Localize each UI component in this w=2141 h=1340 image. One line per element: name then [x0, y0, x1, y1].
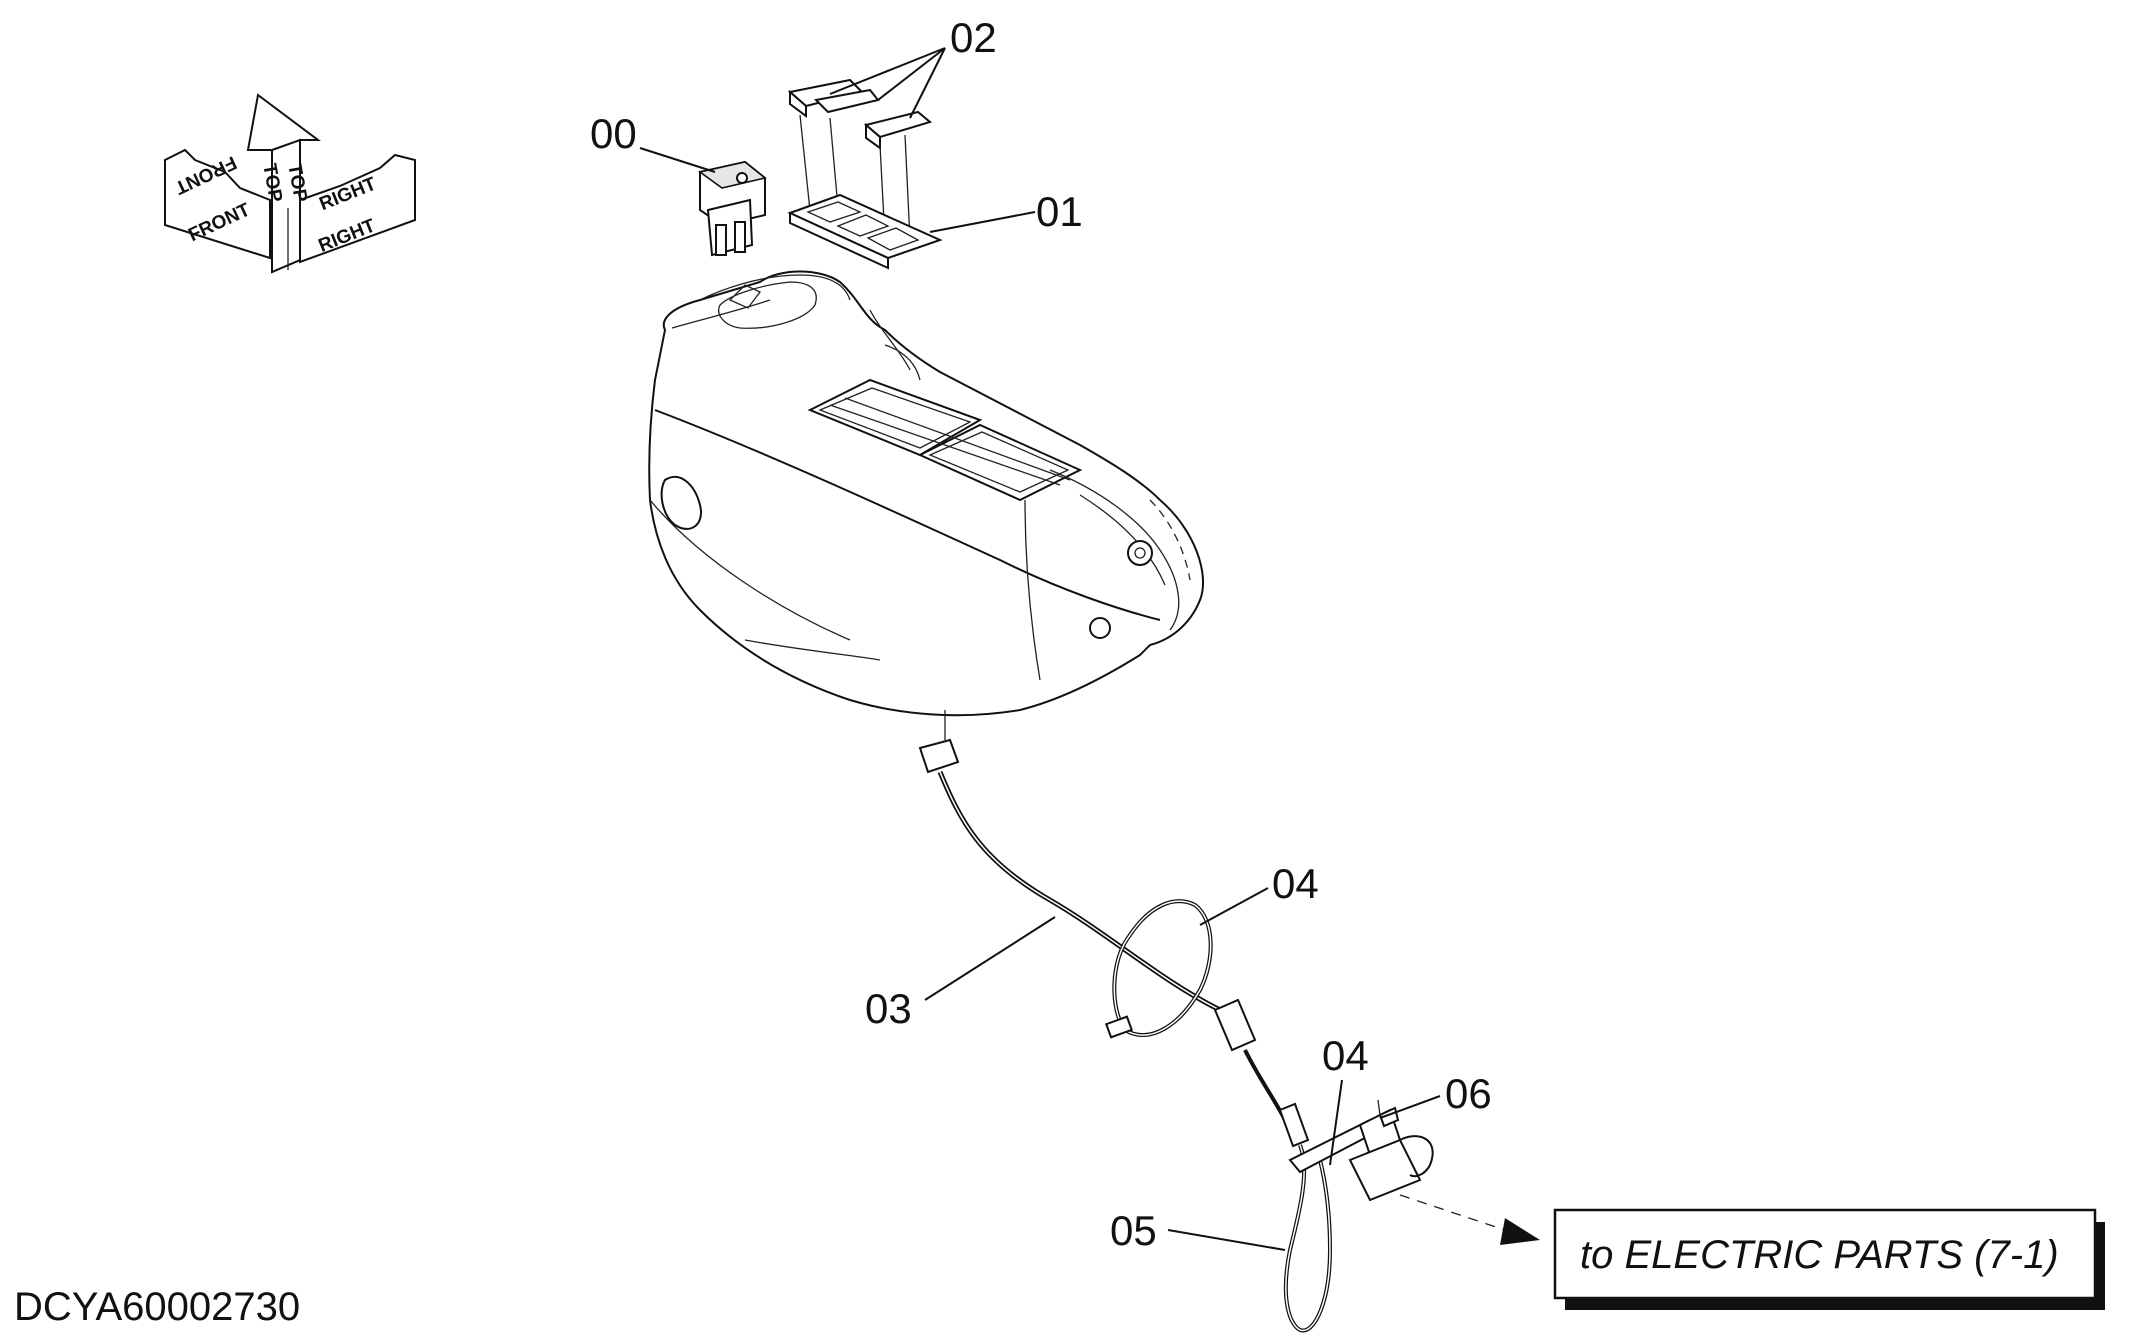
- callout-00: 00: [590, 110, 637, 157]
- callout-01: 01: [1036, 188, 1083, 235]
- reference-note: to ELECTRIC PARTS (7-1): [1580, 1233, 2059, 1277]
- rocker-switch-part: [698, 160, 767, 257]
- document-id: DCYA60002730: [14, 1285, 300, 1329]
- callout-03: 03: [865, 985, 912, 1032]
- callout-05: 05: [1110, 1207, 1157, 1254]
- switch-bezel-part: [787, 193, 943, 270]
- leader-lines: [639, 47, 1441, 1251]
- callout-06: 06: [1445, 1070, 1492, 1117]
- console-housing-part: [648, 270, 1205, 717]
- callout-02: 02: [950, 14, 997, 61]
- callout-04-lower: 04: [1322, 1032, 1369, 1079]
- orientation-arrow-icon: FRONT FRONT TOP TOP RIGHT RIGHT: [164, 93, 416, 274]
- reference-note-box: to ELECTRIC PARTS (7-1): [1553, 1208, 2105, 1310]
- callout-04-upper: 04: [1272, 860, 1319, 907]
- switch-blank-caps-part: [787, 78, 933, 241]
- wiring-harness-part: [918, 710, 1540, 1333]
